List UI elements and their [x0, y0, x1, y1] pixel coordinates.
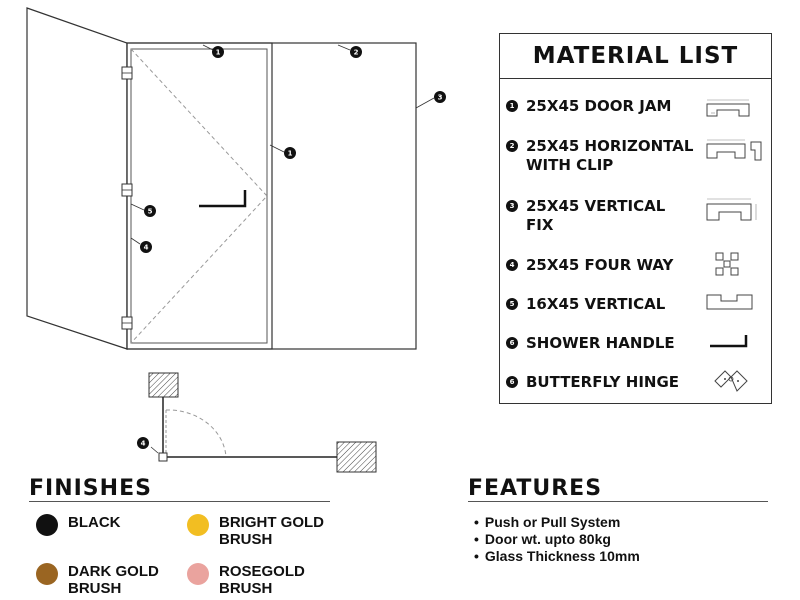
- feature-item: Door wt. upto 80kg: [474, 531, 640, 548]
- finish-rosegold-brush: ROSEGOLD BRUSH: [187, 563, 305, 597]
- svg-text:4: 4: [141, 440, 146, 448]
- material-item-number: 6: [506, 376, 518, 388]
- material-list-title: MATERIAL LIST: [500, 34, 771, 79]
- material-list-box: MATERIAL LIST 1 25X45 DOOR JAM 2 25X45 H…: [499, 33, 772, 404]
- material-item-label: 25X45 HORIZONTAL WITH CLIP: [526, 137, 694, 174]
- material-item-horizontal-clip: 2 25X45 HORIZONTAL WITH CLIP: [506, 137, 693, 175]
- svg-text:1: 1: [216, 49, 221, 57]
- callout-vertical-16x45: 5: [144, 205, 156, 217]
- material-item-number: 5: [506, 298, 518, 310]
- material-item-vertical-16x45: 5 16X45 VERTICAL: [506, 295, 665, 314]
- svg-text:2: 2: [354, 49, 359, 57]
- finish-swatch-black: [36, 514, 58, 536]
- shower-handle-icon: [710, 335, 748, 348]
- material-item-number: 2: [506, 140, 518, 152]
- svg-text:3: 3: [438, 94, 443, 102]
- material-item-label: 25X45 VERTICAL FIX: [526, 197, 666, 234]
- features-heading-rule: [468, 501, 768, 502]
- hinge-top: [121, 66, 133, 80]
- material-item-label: 25X45 FOUR WAY: [526, 256, 674, 274]
- material-item-label: BUTTERFLY HINGE: [526, 373, 680, 391]
- shower-handle: [199, 190, 247, 208]
- plan-wall-right: [336, 441, 377, 473]
- material-item-label: SHOWER HANDLE: [526, 334, 675, 352]
- callout-side-door-jam: 1: [284, 147, 296, 159]
- features-heading: FEATURES: [468, 476, 603, 501]
- material-item-label: 16X45 VERTICAL: [526, 295, 666, 313]
- callout-leaders: [130, 44, 435, 245]
- svg-text:4: 4: [144, 244, 149, 252]
- material-item-four-way: 4 25X45 FOUR WAY: [506, 256, 673, 275]
- hinge-middle: [121, 183, 133, 197]
- callout-plan-four-way: 4: [137, 437, 149, 449]
- callout-top-horizontal: 2: [350, 46, 362, 58]
- finishes-heading-rule: [29, 501, 330, 502]
- material-item-door-jam: 1 25X45 DOOR JAM: [506, 97, 671, 116]
- finish-swatch-dark-gold: [36, 563, 58, 585]
- door-swing-indicator: [130, 48, 268, 344]
- callout-top-door-jam: 1: [212, 46, 224, 58]
- callout-four-way: 4: [140, 241, 152, 253]
- material-item-vertical-fix: 3 25X45 VERTICAL FIX: [506, 197, 665, 235]
- vertical-fix-profile-icon: [706, 198, 757, 221]
- four-way-profile-icon: [715, 252, 739, 276]
- svg-text:1: 1: [288, 150, 293, 158]
- horizontal-clip-profile-icon: [706, 139, 762, 161]
- finish-black: BLACK: [36, 514, 121, 536]
- finish-label: ROSEGOLD BRUSH: [219, 563, 305, 597]
- feature-item: Glass Thickness 10mm: [474, 548, 640, 565]
- finish-label: DARK GOLD BRUSH: [68, 563, 159, 597]
- material-item-butterfly-hinge: 6 BUTTERFLY HINGE: [506, 373, 679, 392]
- material-item-number: 1: [506, 100, 518, 112]
- svg-text:5: 5: [148, 208, 153, 216]
- material-item-label: 25X45 DOOR JAM: [526, 97, 672, 115]
- hinge-bottom: [121, 316, 133, 330]
- feature-item: Push or Pull System: [474, 514, 640, 531]
- features-list: Push or Pull System Door wt. upto 80kg G…: [474, 514, 640, 565]
- butterfly-hinge-icon: [714, 370, 748, 392]
- finish-swatch-bright-gold: [187, 514, 209, 536]
- material-item-number: 6: [506, 337, 518, 349]
- side-glass-panel: [26, 7, 128, 350]
- door-jam-profile-icon: [706, 99, 750, 117]
- callout-right-fix: 3: [434, 91, 446, 103]
- plan-wall-top: [148, 372, 179, 398]
- finish-dark-gold-brush: DARK GOLD BRUSH: [36, 563, 159, 597]
- material-item-number: 4: [506, 259, 518, 271]
- material-item-shower-handle: 6 SHOWER HANDLE: [506, 334, 675, 353]
- plan-door-swing-arc: [165, 409, 227, 458]
- finish-label: BLACK: [68, 514, 121, 531]
- finish-label: BRIGHT GOLD BRUSH: [219, 514, 324, 548]
- material-item-number: 3: [506, 200, 518, 212]
- finishes-heading: FINISHES: [29, 476, 152, 501]
- plan-four-way-connector: [158, 452, 168, 462]
- finish-bright-gold-brush: BRIGHT GOLD BRUSH: [187, 514, 324, 548]
- finish-swatch-rosegold: [187, 563, 209, 585]
- vertical-16x45-profile-icon: [706, 294, 753, 310]
